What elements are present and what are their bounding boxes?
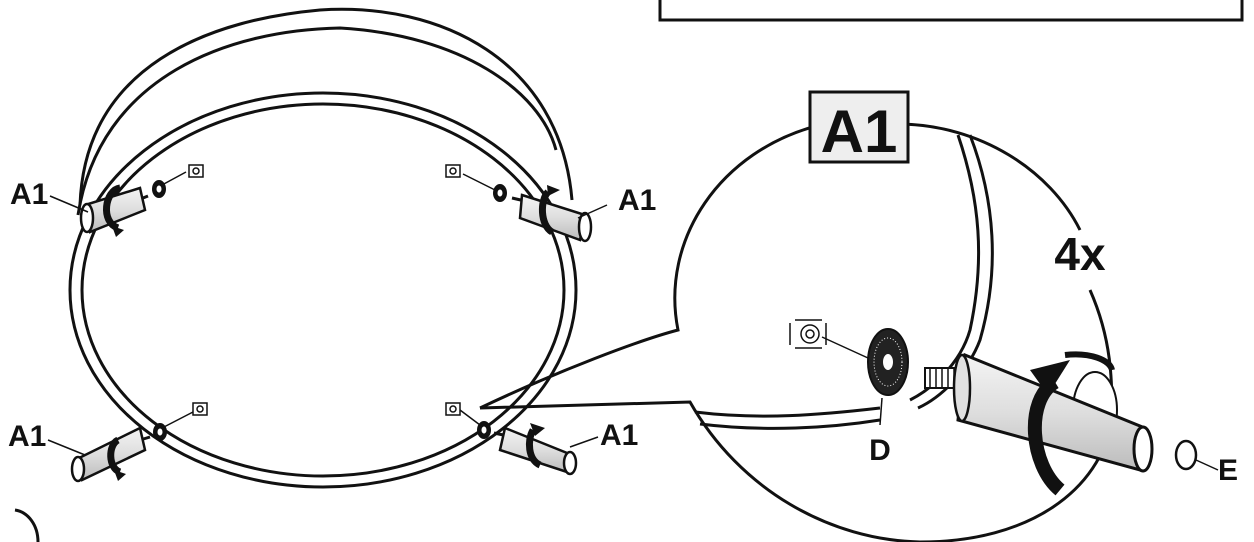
washer-detail-symbol-icon — [789, 319, 869, 359]
leg-label-top-left: A1 — [10, 178, 48, 211]
leg-bottom-left — [70, 426, 151, 483]
leg-top-right — [511, 185, 593, 243]
washer-label: D — [869, 434, 891, 467]
detail-badge-frame — [808, 90, 910, 164]
leg-label-bottom-left: A1 — [8, 420, 46, 453]
detail-callout — [479, 122, 1114, 542]
quantity-label: 4x — [1054, 228, 1106, 280]
washer-d-icon — [867, 328, 909, 426]
step-marker-edge — [14, 508, 40, 542]
table-top — [68, 7, 578, 489]
cap-e-icon — [1174, 439, 1219, 471]
detail-leg — [952, 352, 1154, 473]
rotate-arrow-icon — [1028, 351, 1115, 496]
leg-label-top-right: A1 — [618, 184, 656, 217]
cap-label: E — [1218, 454, 1238, 487]
leg-bottom-right — [493, 423, 578, 476]
table-washer-icon — [152, 180, 507, 441]
detail-badge-label: A1 — [821, 98, 898, 165]
leg-label-bottom-right: A1 — [600, 419, 638, 452]
leg-top-left — [79, 184, 149, 237]
washer-symbol-icon — [188, 164, 461, 416]
instruction-box-edge — [658, 0, 1244, 22]
